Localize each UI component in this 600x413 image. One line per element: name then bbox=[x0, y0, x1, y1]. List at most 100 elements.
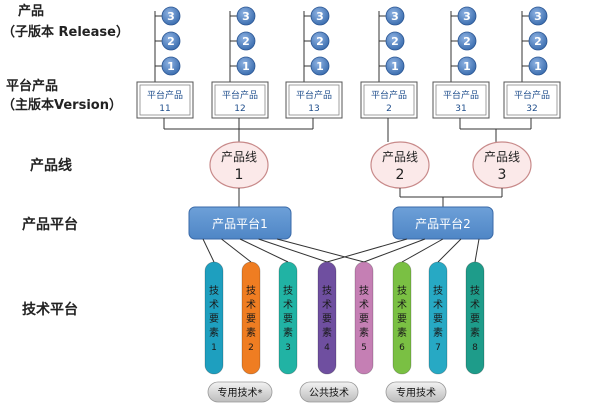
tech-element-char: 术 bbox=[209, 299, 219, 311]
tech-element-char: 素 bbox=[359, 326, 369, 339]
platform-product-number: 31 bbox=[455, 104, 466, 114]
platform-product-name: 平台产品 bbox=[514, 89, 550, 101]
tech-element-char: 术 bbox=[283, 299, 293, 311]
tech-element-char: 技 bbox=[470, 284, 480, 297]
version-circle bbox=[457, 56, 477, 76]
version-circle bbox=[457, 31, 477, 51]
platform2-tech-link bbox=[474, 238, 480, 263]
platform1-tech-link bbox=[258, 238, 328, 263]
product-line-number: 2 bbox=[396, 167, 405, 183]
tech-element-bar bbox=[392, 261, 412, 375]
tech-element-bar bbox=[465, 261, 485, 375]
tech-element-bar bbox=[428, 261, 448, 375]
product-line-name: 产品线 bbox=[221, 150, 257, 164]
version-circle bbox=[528, 6, 548, 26]
tech-element-char: 术 bbox=[397, 299, 407, 311]
tech-element-char: 术 bbox=[322, 299, 332, 311]
platform-product-inner bbox=[214, 84, 266, 116]
tech-element-char: 要 bbox=[359, 313, 369, 325]
tech-element-char: 技 bbox=[246, 284, 256, 297]
version-circle bbox=[236, 6, 256, 26]
version-circle bbox=[161, 31, 181, 51]
product-platform-name: 产品平台1 bbox=[212, 216, 268, 231]
tech-element-char: 术 bbox=[359, 299, 369, 311]
platform-product-inner bbox=[435, 84, 487, 116]
tech-element-char: 术 bbox=[433, 299, 443, 311]
tech-element-char: 技 bbox=[397, 284, 407, 297]
platform-product-number: 12 bbox=[234, 104, 245, 114]
version-number: 1 bbox=[316, 60, 324, 73]
version-number: 1 bbox=[391, 60, 399, 73]
version-circle bbox=[528, 31, 548, 51]
version-number: 2 bbox=[463, 35, 471, 48]
platform2-tech-link bbox=[326, 238, 408, 263]
tech-element-char: 素 bbox=[322, 326, 332, 339]
platform-product-name: 平台产品 bbox=[371, 89, 407, 101]
label-platform-product-sub: （主版本Version） bbox=[2, 98, 122, 113]
tech-element-number: 7 bbox=[435, 343, 441, 353]
tech-category-pill bbox=[385, 381, 447, 403]
tech-element-char: 素 bbox=[246, 326, 256, 339]
platform-product-inner bbox=[363, 84, 415, 116]
version-number: 3 bbox=[242, 10, 250, 23]
tech-element-number: 4 bbox=[324, 343, 330, 353]
tech-element-char: 素 bbox=[283, 326, 293, 339]
tech-element-char: 要 bbox=[397, 313, 407, 325]
version-number: 1 bbox=[463, 60, 471, 73]
tech-element-char: 素 bbox=[470, 326, 480, 339]
label-product-platform: 产品平台 bbox=[22, 217, 78, 233]
version-circle bbox=[385, 6, 405, 26]
tech-element-char: 素 bbox=[433, 326, 443, 339]
platform-product-inner bbox=[139, 84, 191, 116]
version-number: 3 bbox=[391, 10, 399, 23]
tech-category-pill bbox=[207, 381, 273, 403]
label-product-line: 产品线 bbox=[30, 158, 72, 174]
label-product-sub: （子版本 Release） bbox=[2, 25, 129, 40]
version-circle bbox=[385, 31, 405, 51]
platform-product-number: 2 bbox=[386, 104, 392, 114]
version-circle bbox=[457, 6, 477, 26]
tech-element-number: 8 bbox=[472, 343, 478, 353]
label-tech-platform: 技术平台 bbox=[22, 302, 78, 318]
product-line-number: 3 bbox=[498, 167, 507, 183]
version-circle bbox=[385, 56, 405, 76]
tech-element-char: 素 bbox=[209, 326, 219, 339]
platform1-tech-link bbox=[202, 238, 215, 263]
version-circle bbox=[310, 31, 330, 51]
tech-element-char: 技 bbox=[209, 284, 219, 297]
version-circle bbox=[236, 31, 256, 51]
platform1-tech-link bbox=[221, 238, 252, 263]
product-line-name: 产品线 bbox=[484, 150, 520, 164]
tech-element-bar bbox=[278, 261, 298, 375]
tech-element-bar bbox=[317, 261, 337, 375]
tech-category-label: 专用技术* bbox=[218, 386, 263, 399]
platform1-tech-link bbox=[239, 238, 289, 263]
version-circle bbox=[310, 6, 330, 26]
version-circle bbox=[161, 6, 181, 26]
tech-category-label: 专用技术 bbox=[396, 386, 436, 399]
tech-element-number: 6 bbox=[399, 343, 405, 353]
version-number: 1 bbox=[242, 60, 250, 73]
platform2-tech-link bbox=[437, 238, 462, 263]
version-number: 2 bbox=[242, 35, 250, 48]
tech-element-char: 术 bbox=[246, 299, 256, 311]
version-number: 1 bbox=[534, 60, 542, 73]
platform2-tech-link bbox=[401, 238, 444, 263]
platform-product-inner bbox=[288, 84, 340, 116]
product-line-name: 产品线 bbox=[382, 150, 418, 164]
tech-element-bar bbox=[241, 261, 261, 375]
product-platform-name: 产品平台2 bbox=[415, 216, 471, 231]
version-circle bbox=[161, 56, 181, 76]
platform-product-name: 平台产品 bbox=[147, 89, 183, 101]
tech-element-char: 术 bbox=[470, 299, 480, 311]
version-circle bbox=[236, 56, 256, 76]
version-number: 3 bbox=[463, 10, 471, 23]
platform-product-name: 平台产品 bbox=[443, 89, 479, 101]
tech-element-char: 技 bbox=[433, 284, 443, 297]
platform-product-name: 平台产品 bbox=[296, 89, 332, 101]
tech-element-char: 要 bbox=[470, 313, 480, 325]
product-line-number: 1 bbox=[235, 167, 244, 183]
tech-element-char: 技 bbox=[283, 284, 293, 297]
